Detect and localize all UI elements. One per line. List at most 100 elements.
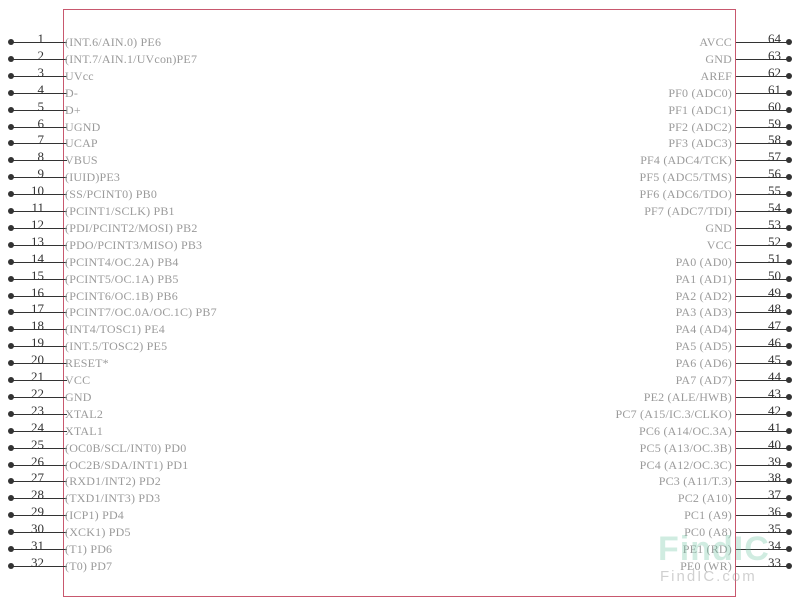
pin-end-dot xyxy=(786,478,792,485)
pin-label: PF0 (ADC0) xyxy=(668,85,732,100)
pin-lead-line xyxy=(12,380,67,381)
pin-lead-line xyxy=(736,565,788,567)
pin-label: VCC xyxy=(65,373,91,387)
pin-lead-line xyxy=(12,515,67,517)
pin-end-dot xyxy=(8,546,14,552)
left-pin-9: 9(IUID)PE3 xyxy=(8,167,120,185)
pin-label: RESET* xyxy=(65,356,109,371)
pin-number: 30 xyxy=(31,521,44,537)
pin-end-dot xyxy=(8,224,14,231)
right-pin-51: 51 PA0 (AD0) xyxy=(676,250,792,270)
pin-number: 8 xyxy=(37,149,45,165)
pin-number: 45 xyxy=(768,352,781,368)
pin-end-dot xyxy=(786,72,792,79)
pin-end-dot xyxy=(8,326,14,333)
pin-label: PA5 (AD5) xyxy=(675,339,732,354)
pin-label: PA0 (AD0) xyxy=(675,254,732,269)
pin-label: PF4 (ADC4/TCK) xyxy=(640,153,732,168)
pin-lead-line xyxy=(12,126,67,128)
pin-number: 14 xyxy=(31,250,44,266)
pin-end-dot xyxy=(786,157,792,164)
pin-label: (PCINT5/OC.1A) PB5 xyxy=(65,271,179,286)
pin-lead-line xyxy=(736,75,788,77)
pin-number: 35 xyxy=(768,521,781,537)
pin-end-dot xyxy=(8,377,14,383)
pin-end-dot xyxy=(786,309,792,316)
pin-lead-line xyxy=(736,160,788,162)
pin-number: 50 xyxy=(768,267,781,283)
pin-end-dot xyxy=(8,241,14,248)
pin-number: 51 xyxy=(768,250,781,266)
pin-label: PE0 (WR) xyxy=(680,558,732,573)
pin-number: 24 xyxy=(31,419,44,435)
pin-end-dot xyxy=(8,360,14,367)
pin-number: 2 xyxy=(37,47,45,63)
pin-end-dot xyxy=(8,427,14,434)
left-pin-18: 18(INT4/TOSC1) PE4 xyxy=(8,319,165,337)
pin-lead-line xyxy=(736,143,788,145)
pin-label: PE1 (RD) xyxy=(682,542,732,556)
pin-lead-line xyxy=(736,177,788,179)
pin-end-dot xyxy=(786,39,792,45)
pin-end-dot xyxy=(786,495,792,502)
left-pin-31: 31(T1) PD6 xyxy=(8,539,112,557)
pin-lead-line xyxy=(12,532,67,534)
pin-label: D- xyxy=(65,85,79,100)
pin-end-dot xyxy=(786,444,792,451)
pin-end-dot xyxy=(8,208,14,214)
pin-lead-line xyxy=(736,126,788,128)
pin-lead-line xyxy=(12,312,67,314)
findic-watermark: FindIC FindIC.com xyxy=(658,530,788,590)
pin-lead-line xyxy=(736,532,788,534)
pin-end-dot xyxy=(786,275,792,282)
pin-number: 10 xyxy=(31,183,44,199)
left-pin-12: 12(PDI/PCINT2/MOSI) PB2 xyxy=(8,218,197,236)
pin-end-dot xyxy=(8,157,14,164)
pin-end-dot xyxy=(8,140,14,147)
pin-lead-line xyxy=(736,447,788,449)
left-pin-29: 29(ICP1) PD4 xyxy=(8,505,124,523)
pin-number: 41 xyxy=(768,419,781,435)
pin-number: 26 xyxy=(31,453,44,469)
pin-label: PC2 (A10) xyxy=(677,491,732,506)
pin-lead-line xyxy=(736,42,788,43)
pin-label: VCC xyxy=(706,237,732,252)
pin-end-dot xyxy=(786,326,792,333)
pin-lead-line xyxy=(736,396,788,398)
pin-label: (INT.7/AIN.1/UVcon)PE7 xyxy=(65,51,198,66)
pin-label: AREF xyxy=(700,68,732,83)
pin-lead-line xyxy=(12,244,67,246)
pin-number: 5 xyxy=(37,98,45,114)
pin-number: 63 xyxy=(768,47,781,63)
pin-lead-line xyxy=(12,75,67,77)
pin-label: PF2 (ADC2) xyxy=(668,119,732,134)
pin-label: PF3 (ADC3) xyxy=(668,136,732,151)
pin-number: 19 xyxy=(31,335,44,351)
left-pin-26: 26(OC2B/SDA/INT1) PD1 xyxy=(8,453,188,473)
pin-end-dot xyxy=(786,123,792,130)
pin-number: 54 xyxy=(768,200,781,215)
pin-end-dot xyxy=(786,140,792,147)
pin-number: 15 xyxy=(31,267,44,283)
pin-lead-line xyxy=(736,109,788,111)
pin-end-dot xyxy=(8,258,14,265)
pin-end-dot xyxy=(786,224,792,231)
pin-number: 44 xyxy=(768,369,781,384)
pin-end-dot xyxy=(786,258,792,265)
pin-lead-line xyxy=(736,58,788,60)
pin-end-dot xyxy=(8,72,14,79)
